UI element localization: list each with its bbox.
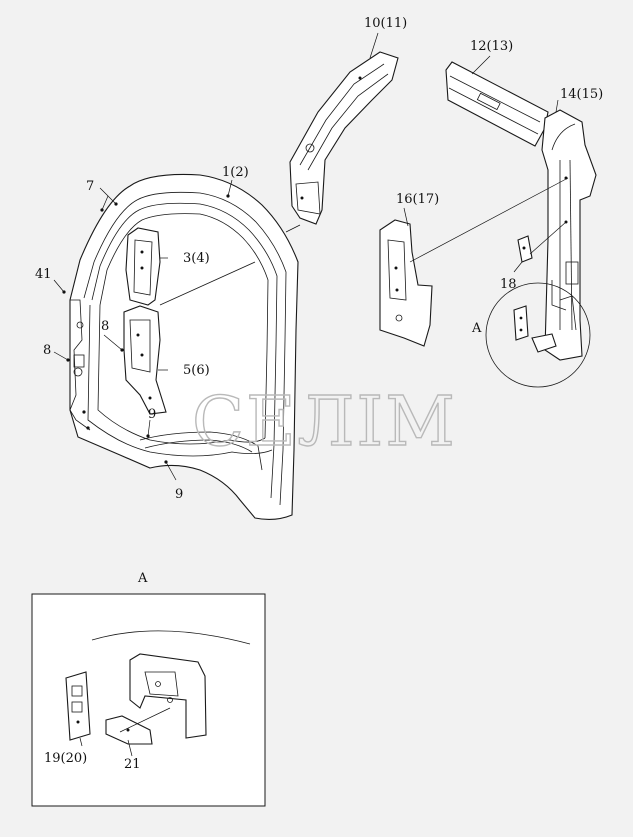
- bracket-18-part: [517, 235, 533, 263]
- door-frame-part: [69, 173, 299, 521]
- watermark-text: СЕЛІМ: [192, 383, 457, 462]
- callout-9-upper: 9: [148, 407, 156, 422]
- callout-7: 7: [86, 179, 94, 194]
- detail-circle-a: [485, 282, 591, 388]
- callout-8-inner: 8: [101, 319, 109, 334]
- roof-rail-part: [445, 61, 549, 147]
- callout-1-2: 1(2): [222, 165, 249, 180]
- callout-9-lower: 9: [175, 487, 183, 502]
- upper-pillar-part: [289, 51, 399, 225]
- callout-10-11: 10(11): [364, 16, 407, 31]
- callout-3-4: 3(4): [183, 251, 210, 266]
- callout-5-6: 5(6): [183, 363, 210, 378]
- inner-panel-part: [379, 219, 433, 347]
- callout-14-15: 14(15): [560, 87, 603, 102]
- detail-box-a: [31, 593, 266, 807]
- callout-16-17: 16(17): [396, 192, 439, 207]
- callout-8-outer: 8: [43, 343, 51, 358]
- detail-box-title-a: A: [137, 571, 148, 586]
- callout-19-20: 19(20): [44, 751, 87, 766]
- rear-pillar-part: [541, 109, 597, 361]
- callout-18: 18: [500, 277, 517, 292]
- callout-41: 41: [35, 267, 52, 282]
- callout-12-13: 12(13): [470, 39, 513, 54]
- callout-21: 21: [124, 757, 141, 772]
- detail-circle-label-a: A: [471, 321, 482, 336]
- leader-lines: [53, 32, 569, 757]
